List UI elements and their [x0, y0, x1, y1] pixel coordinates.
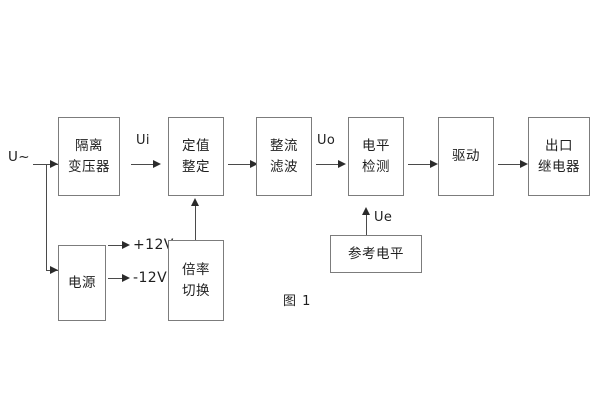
arrowhead-rail-positive [122, 240, 130, 249]
link-isolation-to-setting [131, 164, 157, 165]
arrowhead-reference-to-level [362, 207, 370, 215]
link-level-to-drive [408, 164, 434, 165]
block-multiplier-switch[interactable]: 倍率 切换 [168, 240, 224, 321]
link-setting-to-rectifier [228, 164, 254, 165]
link-drive-to-output-relay [498, 164, 524, 165]
arrowhead-setting-to-rectifier [250, 159, 258, 168]
block-reference-level[interactable]: 参考电平 [330, 235, 422, 273]
arrowhead-to-isolation-transformer [50, 159, 58, 168]
block-output-relay-line-1: 出口 [545, 137, 573, 154]
block-level-detection-line-1: 电平 [362, 137, 390, 154]
figure-caption: 图 1 [283, 294, 312, 309]
block-level-detection-line-2: 检测 [362, 158, 390, 175]
arrowhead-level-to-drive [430, 159, 438, 168]
block-rectifier-filter-line-2: 滤波 [270, 158, 298, 175]
signal-ue-label: Ue [374, 210, 393, 225]
block-multiplier-switch-line-2: 切换 [182, 282, 210, 299]
arrowhead-to-power-supply [50, 265, 58, 274]
block-output-relay[interactable]: 出口 继电器 [528, 117, 590, 196]
link-reference-to-level [366, 211, 367, 235]
block-output-relay-line-2: 继电器 [538, 158, 580, 175]
block-power-supply[interactable]: 电源 [58, 245, 106, 321]
arrowhead-isolation-to-setting [153, 159, 161, 168]
block-reference-level-line-1: 参考电平 [348, 245, 404, 262]
link-multiplier-to-setting [195, 202, 196, 240]
block-drive[interactable]: 驱动 [438, 117, 494, 196]
arrowhead-rail-negative [122, 273, 130, 282]
block-level-detection[interactable]: 电平 检测 [348, 117, 404, 196]
block-setting-value-line-1: 定值 [182, 137, 210, 154]
rail-negative-label: -12V [133, 270, 168, 286]
rail-positive-label: +12V [133, 237, 174, 253]
block-setting-value-line-2: 整定 [182, 158, 210, 175]
block-power-supply-line-1: 电源 [68, 274, 96, 291]
block-drive-line-1: 驱动 [452, 148, 480, 165]
block-isolation-transformer-line-1: 隔离 [75, 137, 103, 154]
input-bus-stub [33, 164, 47, 165]
block-rectifier-filter[interactable]: 整流 滤波 [256, 117, 312, 196]
arrowhead-drive-to-output-relay [520, 159, 528, 168]
arrowhead-multiplier-to-setting [191, 198, 199, 206]
signal-uo-label: Uo [317, 133, 336, 148]
link-rectifier-to-level [316, 164, 342, 165]
block-isolation-transformer[interactable]: 隔离 变压器 [58, 117, 120, 196]
arrowhead-rectifier-to-level [338, 159, 346, 168]
rail-negative-line [108, 278, 126, 279]
rail-positive-line [108, 245, 126, 246]
block-isolation-transformer-line-2: 变压器 [68, 158, 110, 175]
block-rectifier-filter-line-1: 整流 [270, 137, 298, 154]
block-setting-value[interactable]: 定值 整定 [168, 117, 224, 196]
input-bus-riser [46, 164, 47, 270]
block-multiplier-switch-line-1: 倍率 [182, 261, 210, 278]
signal-ui-label: Ui [136, 133, 150, 148]
input-source-label: U~ [8, 149, 30, 165]
